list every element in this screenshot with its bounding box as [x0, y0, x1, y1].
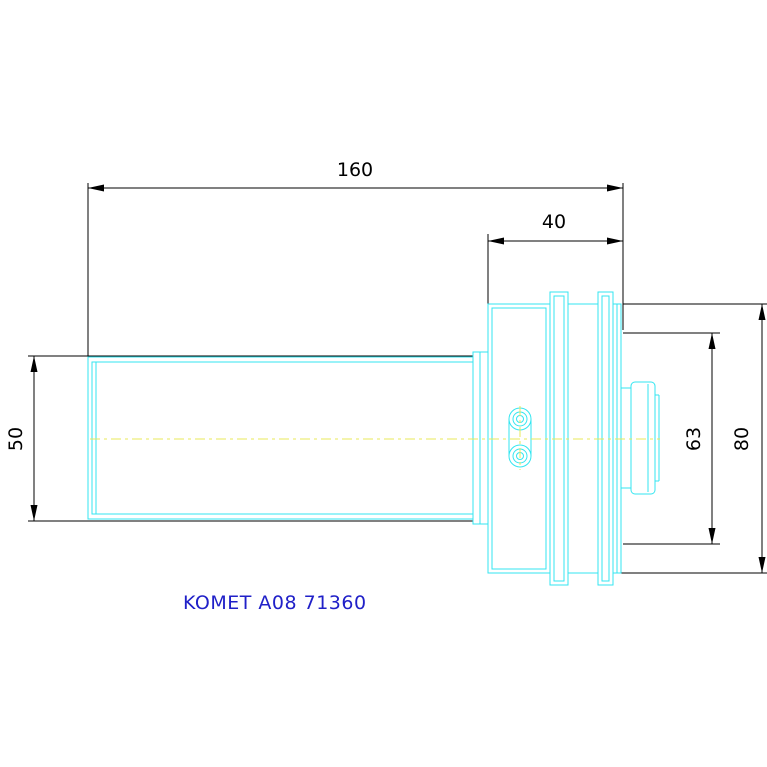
- dimension-label-63: 63: [683, 427, 705, 451]
- dimension-label-80: 80: [731, 427, 753, 451]
- arrowhead-bottom: [708, 528, 716, 544]
- dimension-label-40: 40: [542, 211, 566, 233]
- front-pilot: [620, 381, 660, 495]
- dimension-outer-diameter: 80: [620, 303, 767, 574]
- dimension-overall-length: 160: [87, 159, 624, 356]
- arrowhead-bottom: [30, 505, 38, 521]
- arrowhead-right: [607, 237, 623, 245]
- arrowhead-left: [88, 184, 104, 192]
- part-number-caption: KOMET A08 71360: [183, 592, 367, 614]
- dimension-shank-diameter: 50: [5, 355, 473, 522]
- dimension-label-160: 160: [337, 159, 373, 181]
- arrowhead-right: [607, 184, 623, 192]
- dimension-flange-length: 40: [487, 211, 623, 304]
- arrowhead-top: [30, 356, 38, 372]
- shank: [87, 356, 474, 520]
- dimension-label-50: 50: [5, 427, 27, 451]
- dimension-inner-diameter: 63: [623, 332, 720, 545]
- arrowhead-top: [708, 333, 716, 349]
- arrowhead-left: [488, 237, 504, 245]
- shank-neck: [472, 351, 489, 525]
- arrowhead-top: [758, 304, 766, 320]
- arrowhead-bottom: [758, 557, 766, 573]
